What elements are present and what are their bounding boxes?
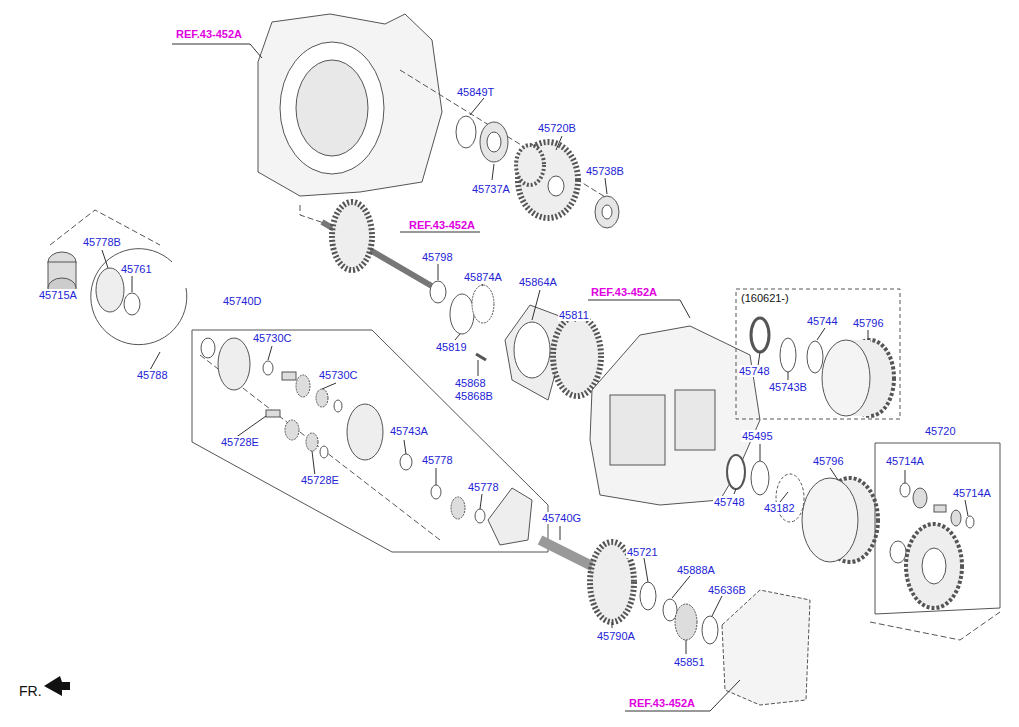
callout-number: 45778 bbox=[467, 481, 500, 493]
callout-number: 45744 bbox=[806, 315, 839, 327]
callout-number: 45738B bbox=[585, 165, 625, 177]
callout-number: 45721 bbox=[626, 546, 659, 558]
callout-number: 43182 bbox=[763, 502, 796, 514]
callout-number: 45730C bbox=[252, 332, 293, 344]
callout-number: 45778B bbox=[82, 236, 122, 248]
callout-number: 45798 bbox=[421, 251, 454, 263]
callout-number: 45788 bbox=[136, 369, 169, 381]
callout-number: 45811 bbox=[558, 309, 590, 321]
callout-number: 45720B bbox=[537, 122, 577, 134]
callout-number: 45730C bbox=[318, 369, 359, 381]
callout-number: 45748 bbox=[713, 496, 746, 508]
callout-number: 45849T bbox=[456, 86, 495, 98]
callout-number: 45796 bbox=[852, 317, 885, 329]
callout-number: 45495 bbox=[741, 430, 774, 442]
date-note: (160621-) bbox=[740, 292, 790, 304]
callout-number: 45851 bbox=[673, 656, 706, 668]
reference-label: REF.43-452A bbox=[590, 286, 658, 298]
callout-number: 45720 bbox=[924, 425, 957, 437]
callout-number: 45748 bbox=[738, 365, 771, 377]
callout-number: 45714A bbox=[952, 487, 992, 499]
callout-number: 45864A bbox=[518, 276, 558, 288]
callout-number: 45778 bbox=[421, 454, 454, 466]
callout-number: 45743B bbox=[768, 381, 808, 393]
callout-number: 45715A bbox=[38, 289, 78, 301]
reference-label: REF.43-452A bbox=[628, 697, 696, 709]
callout-number: 45740G bbox=[541, 512, 582, 524]
reference-label: REF.43-452A bbox=[408, 219, 476, 231]
callout-number: 45636B bbox=[707, 584, 747, 596]
callout-number: 45819 bbox=[435, 341, 468, 353]
callout-number: 45728E bbox=[220, 436, 260, 448]
callout-number: 45868 bbox=[454, 377, 487, 389]
callout-number: 45714A bbox=[885, 455, 925, 467]
callout-number: 45868B bbox=[454, 390, 494, 402]
callout-number: 45790A bbox=[596, 630, 636, 642]
callout-number: 45740D bbox=[222, 295, 263, 307]
callout-number: 45743A bbox=[389, 425, 429, 437]
callout-number: 45728E bbox=[300, 474, 340, 486]
callout-number: 45874A bbox=[463, 271, 503, 283]
callout-number: 45796 bbox=[812, 455, 845, 467]
front-marker: FR. bbox=[18, 684, 43, 699]
callout-number: 45761 bbox=[120, 263, 153, 275]
reference-label: REF.43-452A bbox=[175, 28, 243, 40]
callout-number: 45888A bbox=[676, 564, 716, 576]
callout-number: 45737A bbox=[471, 183, 511, 195]
